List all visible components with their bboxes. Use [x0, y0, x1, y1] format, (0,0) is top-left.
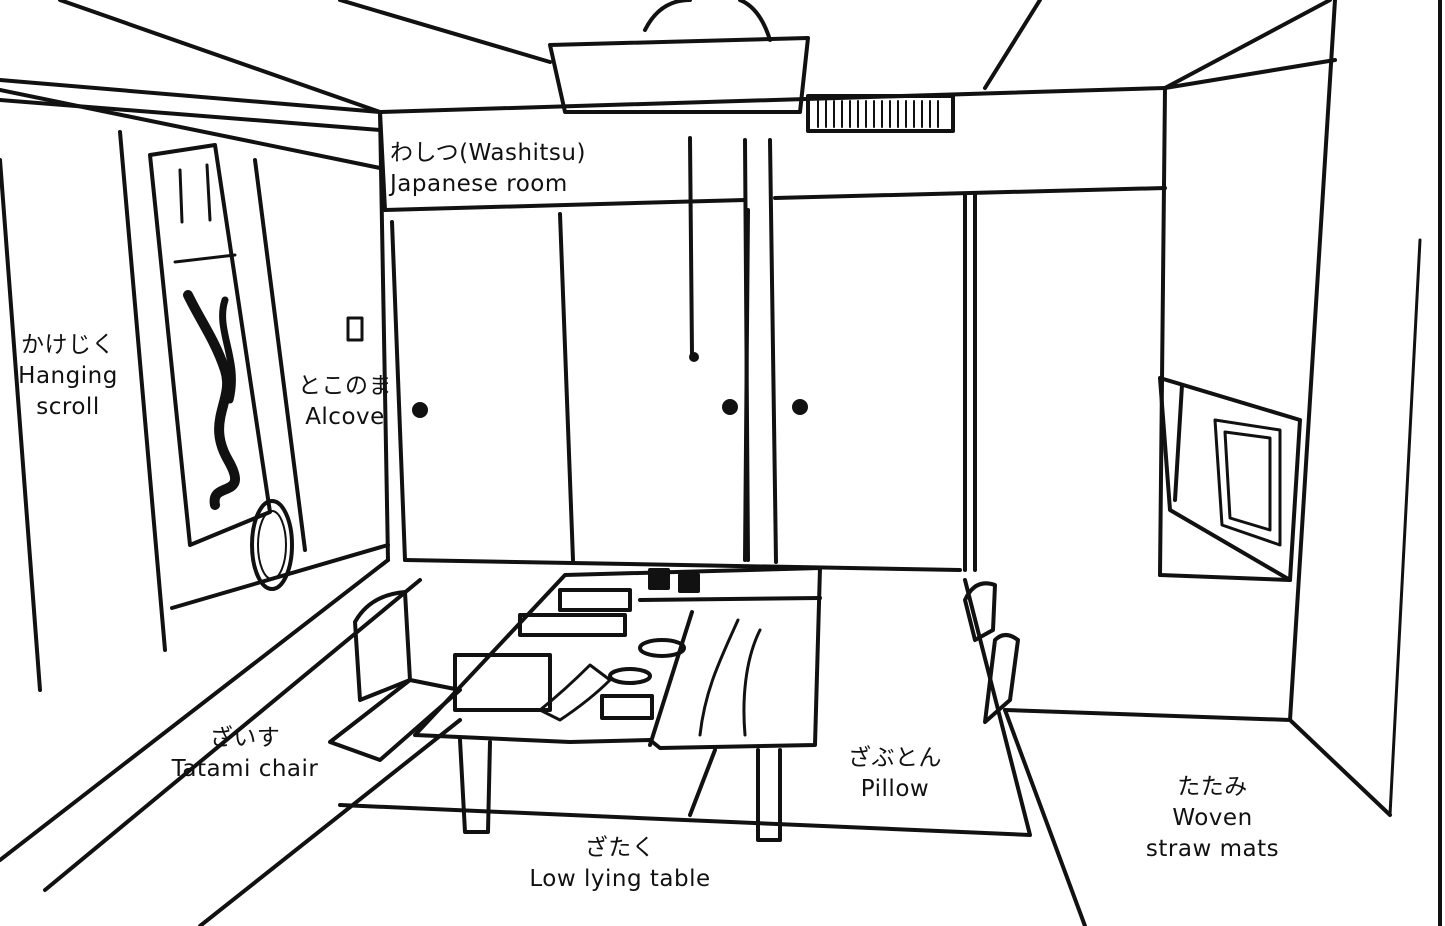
- label-tokonoma-en: Alcove: [305, 404, 385, 430]
- label-kakejiku-jp: かけじく: [21, 332, 115, 358]
- label-kakejiku-en2: scroll: [36, 394, 100, 420]
- pillar: [743, 138, 778, 564]
- decorative-plate: [250, 499, 294, 591]
- back-wall-beam: [378, 86, 1167, 562]
- label-zaisu: ざいす Tatami chair: [150, 723, 340, 785]
- label-kakejiku-en1: Hanging: [18, 363, 118, 389]
- hanging-scroll-drawing: [148, 143, 272, 547]
- label-zabuton-en: Pillow: [860, 776, 930, 802]
- label-tokonoma-jp: とこのま: [298, 373, 392, 399]
- label-zataku: ざたく Low lying table: [500, 833, 740, 895]
- sliding-doors: [390, 192, 977, 572]
- right-wall: [1158, 0, 1442, 926]
- label-washitsu: わしつ(Washitsu) Japanese room: [390, 138, 586, 200]
- label-washitsu-en: Japanese room: [390, 171, 568, 197]
- label-tatami-en1: Woven: [1172, 805, 1253, 831]
- tatami-chair-drawing: [328, 581, 1020, 762]
- label-tatami-en2: straw mats: [1145, 836, 1280, 862]
- label-washitsu-jp: わしつ(Washitsu): [390, 140, 586, 166]
- label-tatami-jp: たたみ: [1177, 774, 1248, 800]
- ceiling-light: [548, 0, 810, 362]
- label-zaisu-en: Tatami chair: [171, 756, 319, 782]
- label-kakejiku: かけじく Hanging scroll: [8, 330, 128, 423]
- label-zataku-jp: ざたく: [584, 835, 656, 861]
- label-zaisu-jp: ざいす: [209, 725, 281, 751]
- label-zabuton-jp: ざぶとん: [848, 745, 942, 771]
- air-vent: [806, 94, 955, 133]
- label-tatami: たたみ Woven straw mats: [1130, 772, 1295, 865]
- label-zabuton: ざぶとん Pillow: [835, 743, 955, 805]
- alcove: [0, 88, 390, 692]
- label-tokonoma: とこのま Alcove: [290, 371, 400, 433]
- label-zataku-en: Low lying table: [529, 866, 711, 892]
- low-table-drawing: [413, 566, 822, 842]
- floor-tatami: [0, 558, 1392, 926]
- window-heater: [1213, 418, 1282, 547]
